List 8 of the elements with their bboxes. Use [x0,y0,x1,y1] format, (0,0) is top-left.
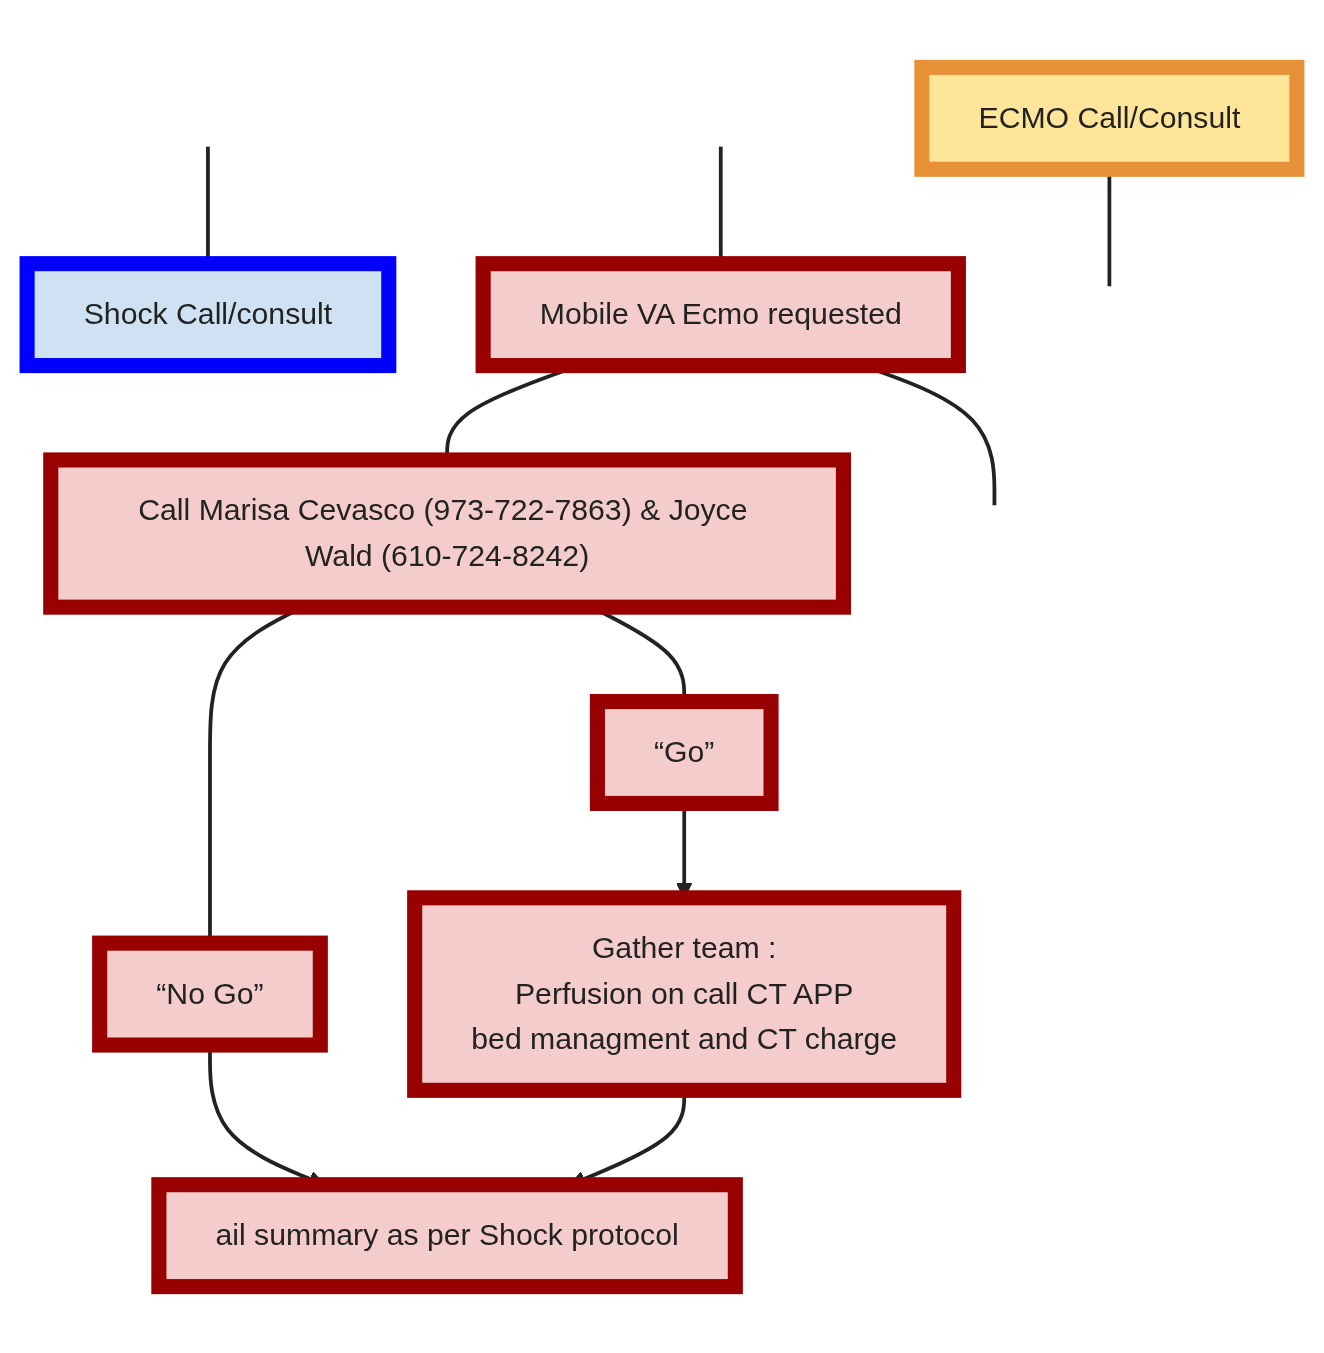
node-box: ECMO Call/Consult [914,59,1305,177]
node-box: “Go” [589,693,779,811]
node-box: Gather team : Perfusion on call CT APP bed managment and CT charge [407,889,962,1098]
node-box: ail summary as per Shock protocol [151,1176,743,1294]
node-box: Call Marisa Cevasco (973-722-7863) & Joyce Wald (610-724-8242) [43,451,851,615]
node-box: “No Go” [92,935,328,1053]
node-box: Mobile VA Ecmo requested [475,255,966,373]
node-box: Shock Call/consult [19,255,397,373]
